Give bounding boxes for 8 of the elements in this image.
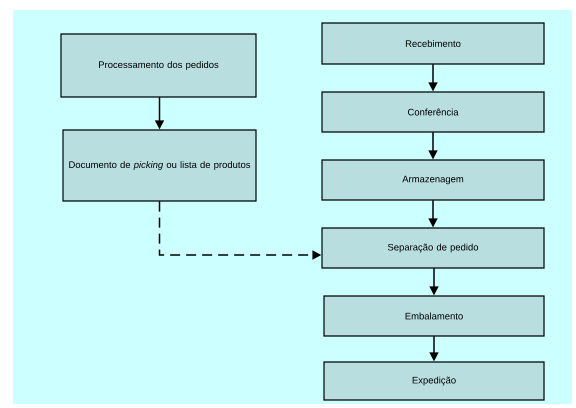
process-box: Expedição [323, 361, 545, 401]
process-box: Recebimento [321, 22, 545, 65]
process-box: Conferência [321, 91, 545, 133]
process-box: Processamento dos pedidos [60, 33, 257, 98]
process-box: Embalamento [323, 295, 545, 337]
process-box: Documento de picking ou lista de produtos [62, 129, 257, 202]
process-box: Armazenagem [321, 159, 545, 201]
process-box: Separação de pedido [321, 227, 545, 269]
